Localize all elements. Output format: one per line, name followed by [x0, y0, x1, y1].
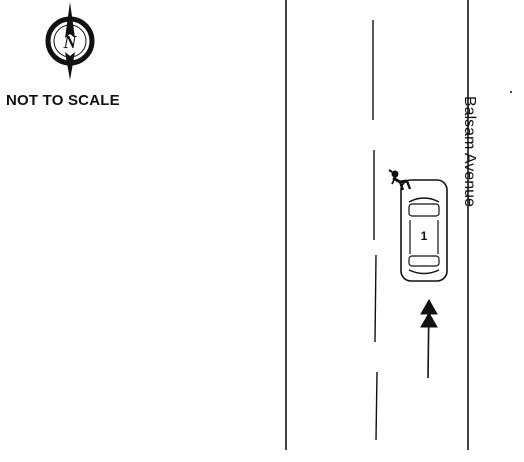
north-arrow-icon: N — [45, 2, 95, 80]
street-name-label: Balsam Avenue — [461, 96, 478, 207]
scale-note: NOT TO SCALE — [6, 92, 120, 109]
north-letter: N — [63, 32, 78, 52]
travel-direction-arrow-icon — [420, 298, 438, 379]
center-line — [372, 20, 378, 441]
speck — [510, 91, 512, 93]
pedestrian-icon — [388, 169, 412, 191]
vehicle-number: 1 — [421, 229, 428, 243]
car-icon: 1 — [400, 179, 448, 282]
